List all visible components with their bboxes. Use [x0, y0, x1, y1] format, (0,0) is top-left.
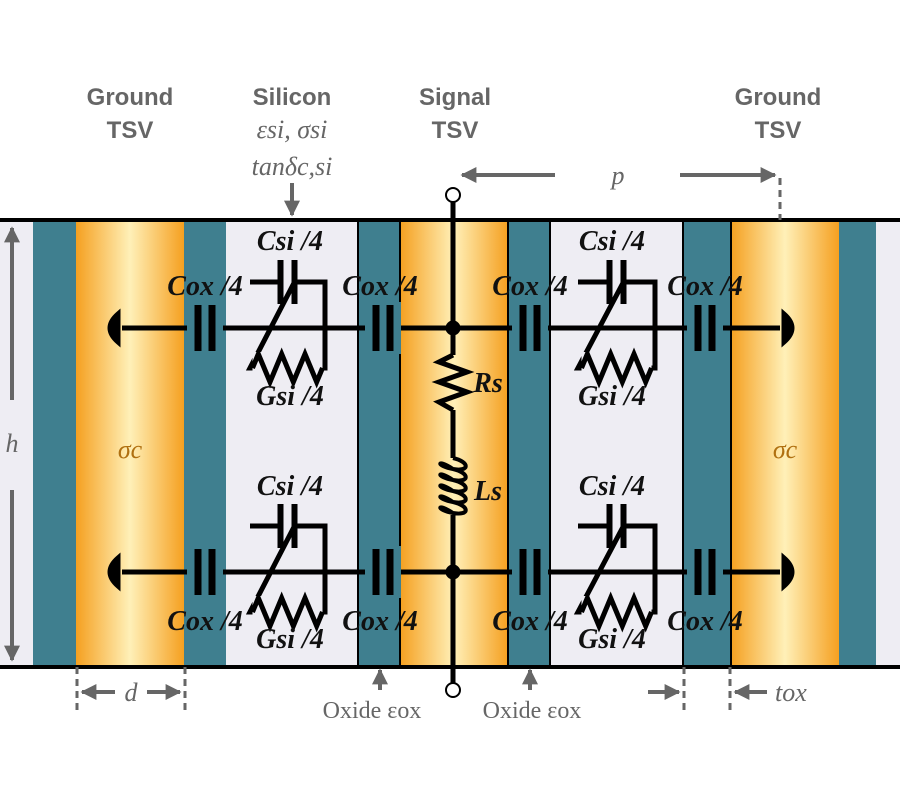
csi-label: Csi /4 [579, 471, 645, 502]
svg-text:TSV: TSV [107, 117, 154, 144]
conductance-gsi [250, 347, 325, 389]
rs-label: Rs [472, 368, 503, 399]
signal-terminal-bottom [445, 682, 461, 698]
gsi-label: Gsi /4 [256, 624, 324, 655]
cox-label: Cox /4 [667, 606, 742, 637]
copper-tsv [76, 220, 184, 667]
gsi-label: Gsi /4 [578, 624, 646, 655]
circuit [107, 187, 795, 698]
diameter-label: d [125, 678, 139, 707]
svg-text:tanδc,si: tanδc,si [252, 152, 333, 181]
silicon-layer [0, 220, 33, 667]
cox-label: Cox /4 [667, 271, 742, 302]
oxide-label-left: Oxide εox [323, 698, 422, 724]
cox-label: Cox /4 [342, 606, 417, 637]
ground-tsv-right-label: Ground TSV [735, 84, 822, 144]
cox-label: Cox /4 [492, 271, 567, 302]
csi-label: Csi /4 [257, 471, 323, 502]
csi-label: Csi /4 [257, 226, 323, 257]
oxide-label-right: Oxide εox [483, 698, 582, 724]
svg-text:TSV: TSV [432, 117, 479, 144]
oxide-layer [839, 220, 876, 667]
cox-label: Cox /4 [342, 271, 417, 302]
cox-label: Cox /4 [167, 271, 242, 302]
svg-text:Silicon: Silicon [253, 84, 332, 111]
inductor-ls [438, 456, 468, 516]
gsi-label: Gsi /4 [256, 381, 324, 412]
height-label: h [6, 429, 19, 458]
ground-icon [107, 308, 121, 348]
signal-terminal-top [445, 187, 461, 203]
signal-tsv-label: Signal TSV [419, 84, 491, 144]
ground-icon [781, 552, 795, 592]
oxide-layer [33, 220, 76, 667]
ground-tsv-left-label: Ground TSV [87, 84, 174, 144]
conductivity-label-right: σc [773, 435, 798, 464]
svg-text:Signal: Signal [419, 84, 491, 111]
oxide-thickness-label: tox [775, 678, 807, 707]
svg-text:εsi, σsi: εsi, σsi [257, 115, 328, 144]
silicon-label: Silicon εsi, σsi tanδc,si [252, 84, 333, 181]
gsi-label: Gsi /4 [578, 381, 646, 412]
resistor-rs [431, 352, 475, 413]
ls-label: Ls [473, 476, 502, 507]
dimension-dashes [75, 667, 732, 715]
cox-label: Cox /4 [492, 606, 567, 637]
svg-text:TSV: TSV [755, 117, 802, 144]
conductance-gsi [579, 591, 654, 633]
svg-text:Ground: Ground [735, 84, 822, 111]
conductivity-label-left: σc [118, 435, 143, 464]
csi-label: Csi /4 [579, 226, 645, 257]
svg-text:Ground: Ground [87, 84, 174, 111]
conductance-gsi [579, 347, 654, 389]
ground-icon [781, 308, 795, 348]
pitch-label: p [610, 161, 625, 190]
cox-label: Cox /4 [167, 606, 242, 637]
silicon-layer [876, 220, 900, 667]
ground-icon [107, 552, 121, 592]
copper-tsv [731, 220, 839, 667]
conductance-gsi [250, 591, 325, 633]
